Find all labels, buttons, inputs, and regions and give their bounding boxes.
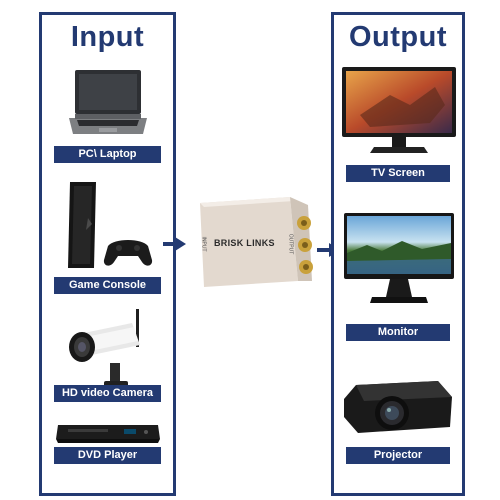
output-title: Output <box>348 21 447 53</box>
label-tv-screen: TV Screen <box>346 165 450 182</box>
label-hd-camera: HD video Camera <box>54 385 161 402</box>
converter-input-port-label: INPUT <box>200 236 207 252</box>
label-monitor: Monitor <box>346 324 450 341</box>
input-title: Input <box>70 21 145 53</box>
monitor-icon <box>342 211 456 307</box>
label-game-console: Game Console <box>54 277 161 294</box>
tv-icon <box>340 65 458 157</box>
converter-output-port-label: OUTPUT <box>287 233 294 255</box>
arrow-right-icon <box>163 236 187 252</box>
output-panel: Output TV Screen <box>331 12 465 496</box>
laptop-icon <box>67 70 149 140</box>
dvd-player-icon <box>54 417 162 447</box>
projector-icon <box>342 375 454 441</box>
camera-icon <box>66 305 152 391</box>
label-pc-laptop: PC\ Laptop <box>54 146 161 163</box>
game-console-icon <box>62 180 158 272</box>
label-projector: Projector <box>346 447 450 464</box>
converter-brand: BRISK LINKS <box>214 238 275 248</box>
label-dvd-player: DVD Player <box>54 447 161 464</box>
converter-device: BRISK LINKS INPUT OUTPUT <box>190 193 320 293</box>
input-panel: Input PC\ Laptop Game Console <box>39 12 176 496</box>
